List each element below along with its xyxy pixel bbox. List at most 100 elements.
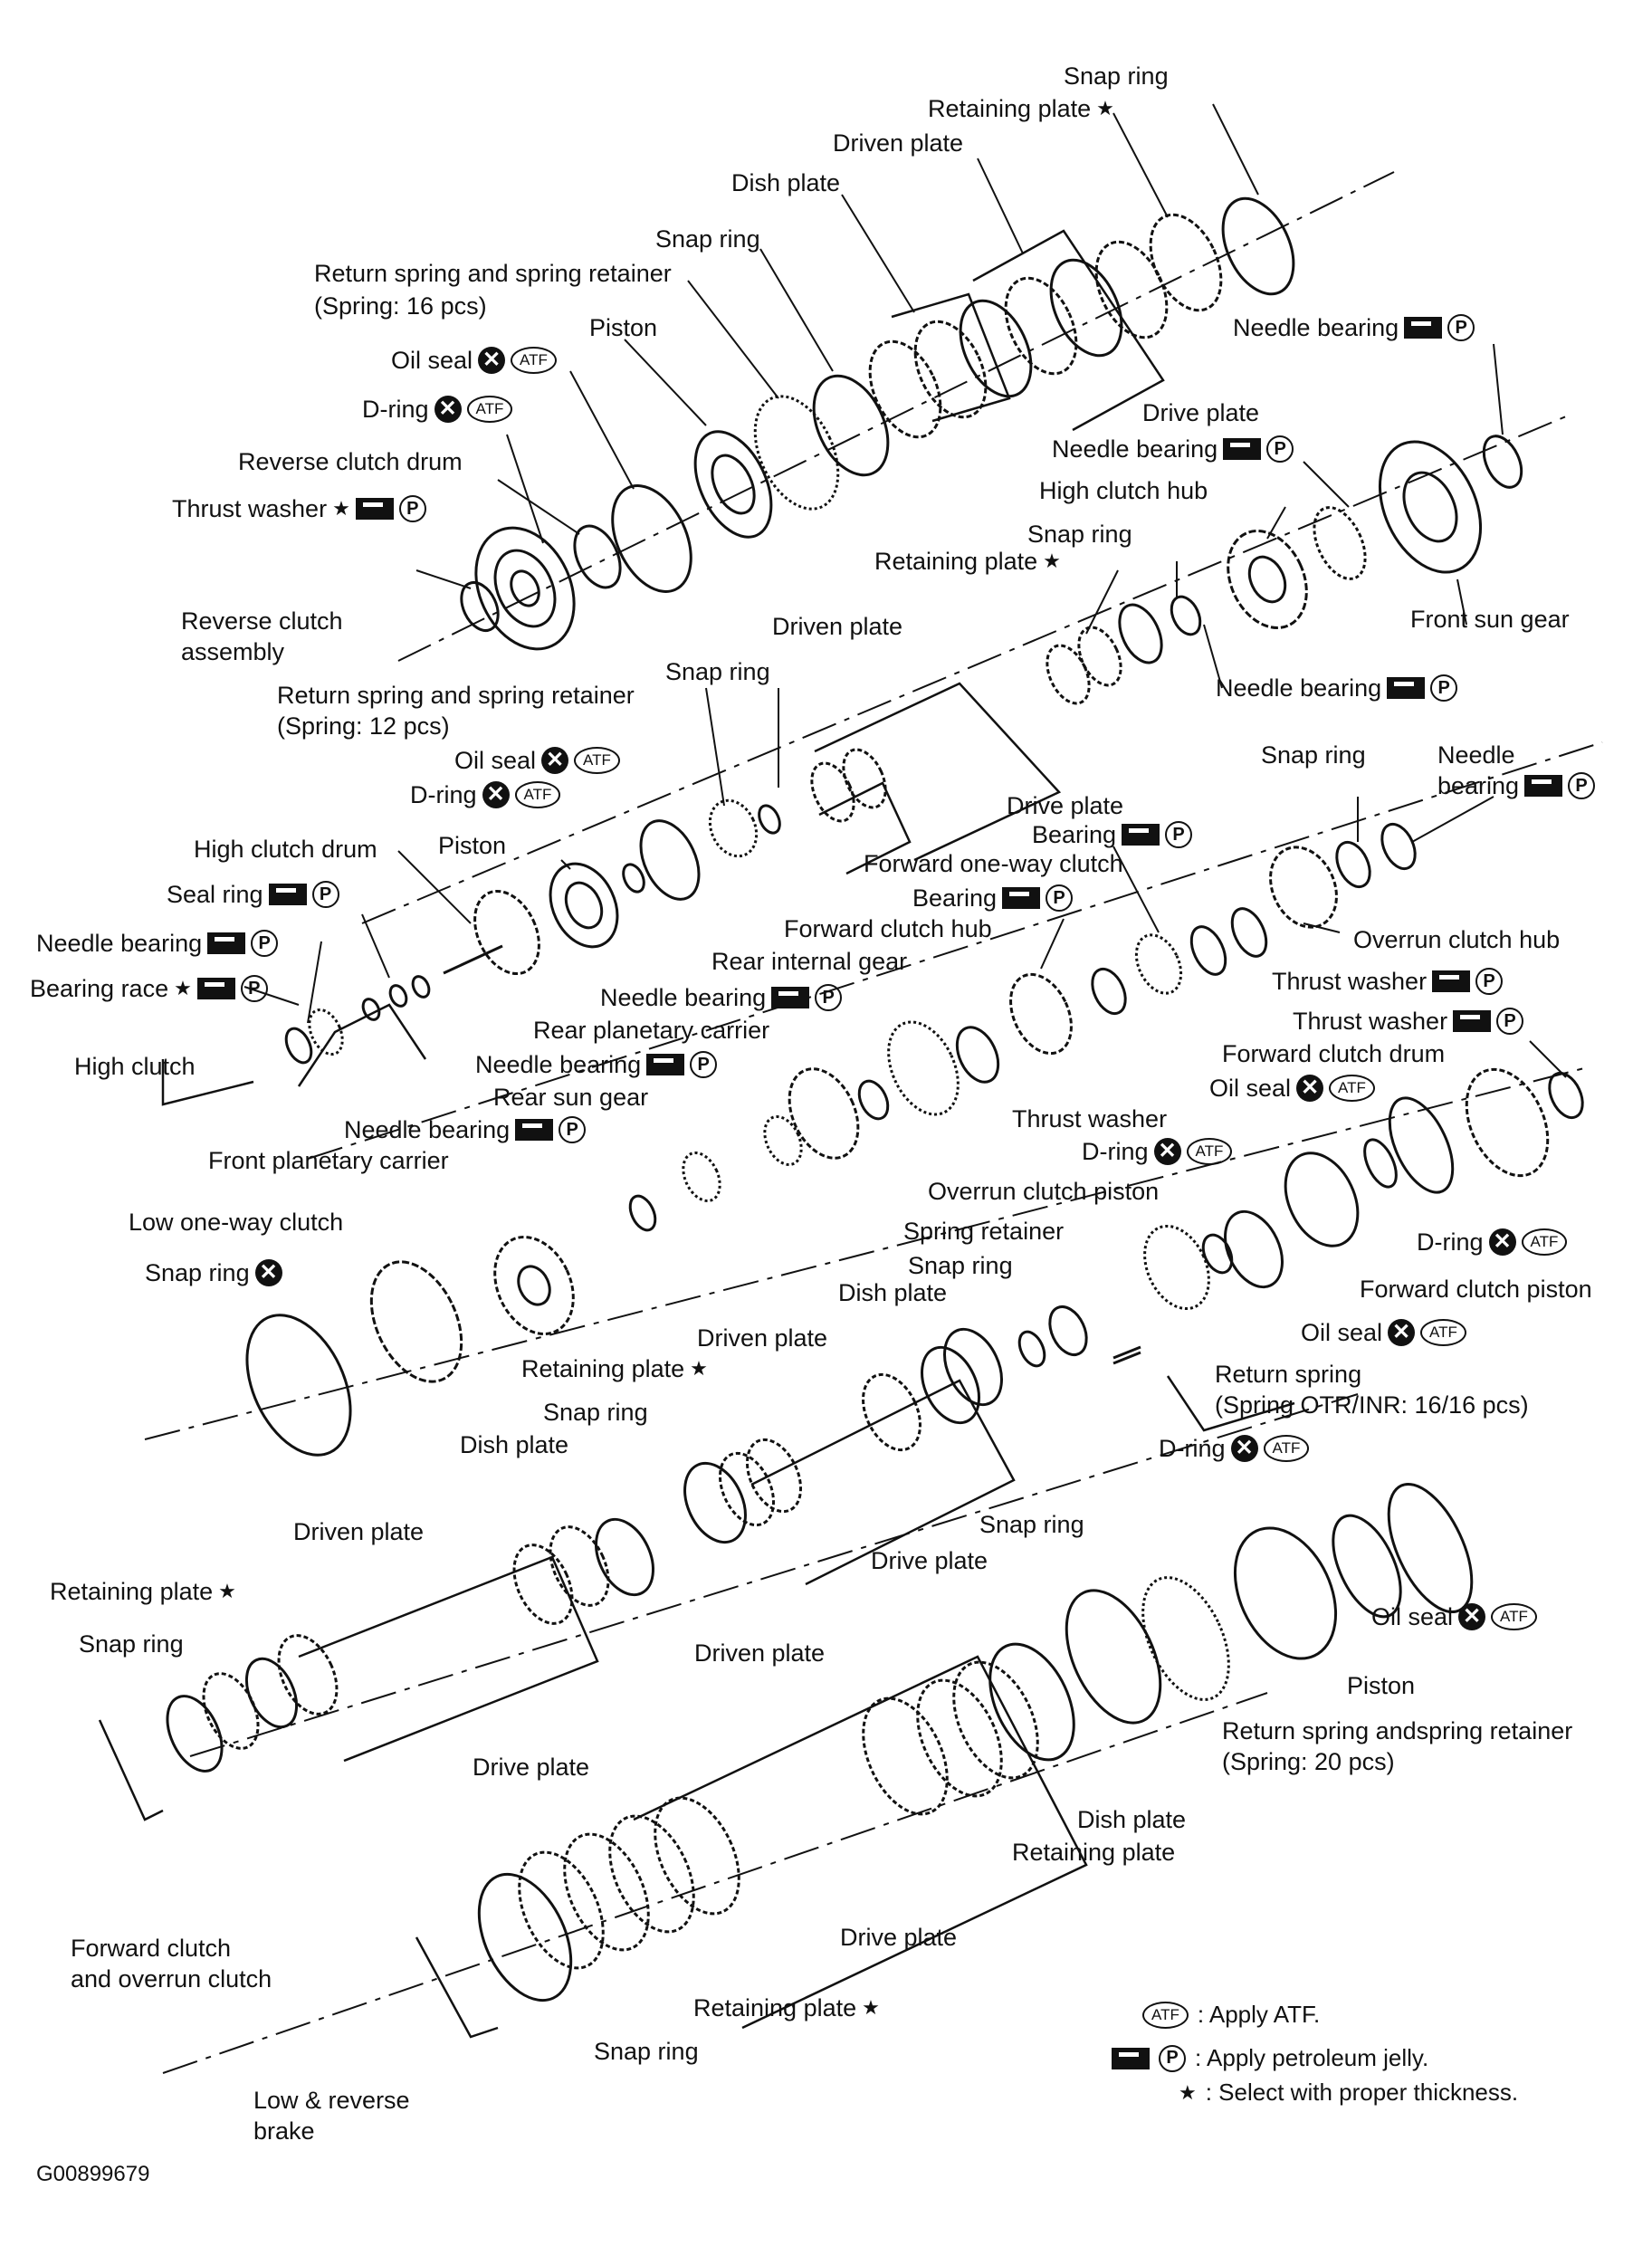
atf-icon: ATF <box>514 781 561 808</box>
label-d-ring-1: D-ring✕ATF <box>362 395 513 424</box>
label-front-planetary-carrier: Front planetary carrier <box>208 1147 449 1174</box>
label-reverse-clutch-assembly: Reverse clutch <box>181 607 343 635</box>
p-icon: P <box>1266 435 1294 463</box>
label-driven-plate-3: Driven plate <box>697 1324 828 1352</box>
label-drive-plate-4: Drive plate <box>473 1754 590 1781</box>
atf-icon: ATF <box>1263 1435 1310 1462</box>
label-oil-seal-4: Oil seal✕ATF <box>1301 1318 1466 1347</box>
forward-clutch-drum-parts <box>1017 1067 1584 1368</box>
star-icon: ★ <box>1179 2080 1197 2104</box>
atf-icon: ATF <box>466 396 513 423</box>
p-icon: P <box>1475 968 1504 995</box>
petroleum-jelly-icon <box>1453 1010 1492 1032</box>
star-icon: ★ <box>862 1996 880 2019</box>
label-forward-clutch-hub: Forward clutch hub <box>784 915 992 942</box>
label-d-ring-5: D-ring✕ATF <box>1159 1434 1310 1463</box>
p-icon: P <box>1447 314 1475 341</box>
atf-icon: ATF <box>1142 2001 1189 2029</box>
label-forward-overrun-clutch-2: and overrun clutch <box>71 1965 272 1993</box>
label-low-one-way-clutch: Low one-way clutch <box>129 1209 344 1236</box>
p-icon: P <box>1046 884 1074 912</box>
label-oil-seal-1: Oil seal✕ATF <box>391 346 557 375</box>
label-snap-ring-11: Snap ring <box>594 2038 699 2065</box>
label-forward-clutch-drum: Forward clutch drum <box>1222 1040 1446 1067</box>
label-spring-retainer: Spring retainer <box>903 1218 1065 1245</box>
label-bearing-race: Bearing race★P <box>30 974 268 1003</box>
label-drive-plate-5: Drive plate <box>840 1924 958 1951</box>
label-front-sun-gear: Front sun gear <box>1410 606 1570 633</box>
atf-icon: ATF <box>1329 1075 1375 1102</box>
label-rear-planetary-carrier: Rear planetary carrier <box>533 1017 770 1044</box>
label-overrun-clutch-piston: Overrun clutch piston <box>928 1178 1160 1205</box>
label-snap-ring-1: Snap ring <box>1064 62 1169 90</box>
legend-petroleum-jelly: P : Apply petroleum jelly. <box>1112 2044 1428 2072</box>
label-snap-ring-7: Snap ring <box>908 1252 1013 1279</box>
p-icon: P <box>1159 2044 1186 2072</box>
legend-atf-text: : Apply ATF. <box>1197 2001 1321 2028</box>
label-return-spring-3: Return spring <box>1215 1361 1362 1388</box>
petroleum-jelly-icon <box>1404 317 1443 339</box>
label-retaining-plate-2: Retaining plate★ <box>874 548 1061 575</box>
label-high-clutch: High clutch <box>74 1053 196 1080</box>
replace-x-icon: ✕ <box>434 396 462 423</box>
label-d-ring-2: D-ring✕ATF <box>410 780 561 809</box>
p-icon: P <box>1496 1008 1524 1035</box>
group-brackets <box>98 229 1295 2039</box>
label-return-spring-4: Return spring andspring retainer <box>1222 1717 1573 1744</box>
p-icon: P <box>251 930 279 957</box>
label-rear-sun-gear: Rear sun gear <box>493 1084 649 1111</box>
petroleum-jelly-icon <box>1223 438 1262 460</box>
label-reverse-clutch-assembly-2: assembly <box>181 638 285 665</box>
label-reverse-clutch-drum: Reverse clutch drum <box>238 448 463 475</box>
label-driven-plate-2: Driven plate <box>772 613 903 640</box>
label-piston-1: Piston <box>589 314 658 341</box>
label-return-spring-1: Return spring and spring retainer <box>314 260 672 287</box>
label-snap-ring-6: Snap ring✕ <box>145 1258 282 1287</box>
forward-clutch-plates <box>166 1327 1003 1773</box>
replace-x-icon: ✕ <box>482 781 510 808</box>
label-oil-seal-3: Oil seal✕ATF <box>1209 1074 1375 1103</box>
label-high-clutch-drum: High clutch drum <box>194 836 377 863</box>
label-overrun-clutch-hub: Overrun clutch hub <box>1353 926 1561 953</box>
label-snap-ring-3: Snap ring <box>1027 521 1132 548</box>
atf-icon: ATF <box>1491 1603 1537 1630</box>
label-oil-seal-5: Oil seal✕ATF <box>1371 1602 1537 1631</box>
label-retaining-plate-3: Retaining plate★ <box>521 1355 708 1382</box>
reverse-clutch-parts <box>460 196 1295 651</box>
atf-icon: ATF <box>511 347 557 374</box>
atf-icon: ATF <box>1186 1138 1233 1165</box>
label-dish-plate-4: Dish plate <box>1077 1806 1187 1833</box>
replace-x-icon: ✕ <box>1488 1228 1516 1256</box>
label-low-reverse-brake: Low & reverse <box>253 2087 410 2114</box>
p-icon: P <box>1165 821 1193 848</box>
label-snap-ring-10: Snap ring <box>79 1630 184 1658</box>
petroleum-jelly-icon <box>1122 824 1160 846</box>
label-forward-one-way-clutch: Forward one-way clutch <box>864 850 1123 877</box>
star-icon: ★ <box>690 1357 708 1380</box>
low-one-way-clutch-parts <box>245 1236 575 1457</box>
label-high-clutch-hub: High clutch hub <box>1039 477 1208 504</box>
diagram-code: G00899679 <box>36 2162 150 2186</box>
label-drive-plate-3: Drive plate <box>871 1547 988 1574</box>
legend-star-text: : Select with proper thickness. <box>1205 2079 1519 2106</box>
label-retaining-plate-5: Retaining plate <box>1012 1839 1176 1866</box>
label-thrust-washer-4: Thrust washer <box>1012 1105 1168 1133</box>
petroleum-jelly-icon <box>1387 677 1426 699</box>
star-icon: ★ <box>1096 97 1114 119</box>
replace-x-icon: ✕ <box>1296 1075 1324 1102</box>
replace-x-icon: ✕ <box>254 1259 282 1286</box>
p-icon: P <box>311 881 339 908</box>
label-rear-internal-gear: Rear internal gear <box>711 948 908 975</box>
label-d-ring-4: D-ring✕ATF <box>1417 1228 1568 1257</box>
label-snap-ring-8: Snap ring <box>543 1399 648 1426</box>
petroleum-jelly-icon <box>1524 775 1563 797</box>
petroleum-jelly-icon <box>515 1119 554 1141</box>
